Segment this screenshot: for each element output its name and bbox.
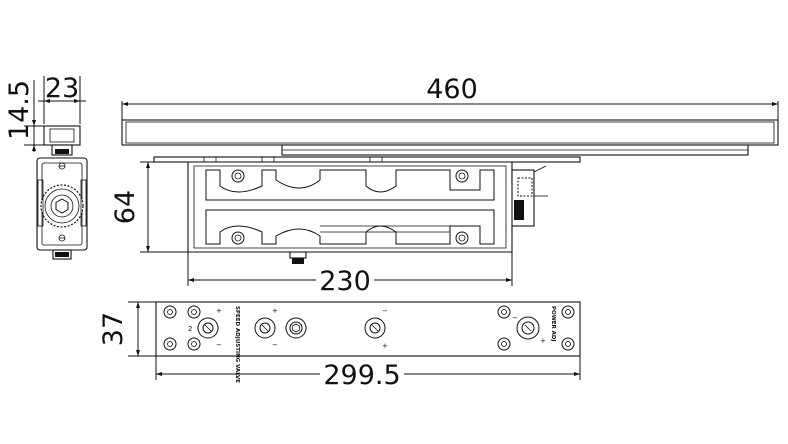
speed-valve-label: SPEED ADJUSTING VALVE <box>234 306 240 383</box>
svg-text:+: + <box>540 337 546 345</box>
svg-text:−: − <box>382 307 388 315</box>
plate-screws-right <box>497 305 575 351</box>
dim-total-length: 460 <box>426 74 478 105</box>
svg-text:+: + <box>382 342 388 350</box>
dim-plate-length: 299.5 <box>323 360 400 391</box>
front-screws <box>231 169 469 245</box>
dim-body-length: 230 <box>319 266 371 297</box>
dim-side-width: 23 <box>45 73 79 104</box>
dim-side-height: 14.5 <box>4 80 35 140</box>
front-view: 460 64 <box>110 74 779 297</box>
plate-screws-left <box>163 305 201 351</box>
pinion-gear <box>511 165 548 227</box>
svg-text:+: + <box>272 307 278 315</box>
svg-text:−: − <box>216 341 222 349</box>
svg-text:+: + <box>216 307 222 315</box>
power-adj-label: POWER ADJ <box>550 306 556 342</box>
dim-plate-height: 37 <box>98 312 129 346</box>
dim-body-height: 64 <box>110 190 141 224</box>
plate-view: 37 2 + − SPEED ADJUSTING VALVE + − <box>98 301 581 391</box>
svg-text:−: − <box>272 341 278 349</box>
side-view: 23 14.5 <box>4 73 88 260</box>
svg-text:−: − <box>512 314 518 322</box>
valve-number: 2 <box>188 325 192 333</box>
